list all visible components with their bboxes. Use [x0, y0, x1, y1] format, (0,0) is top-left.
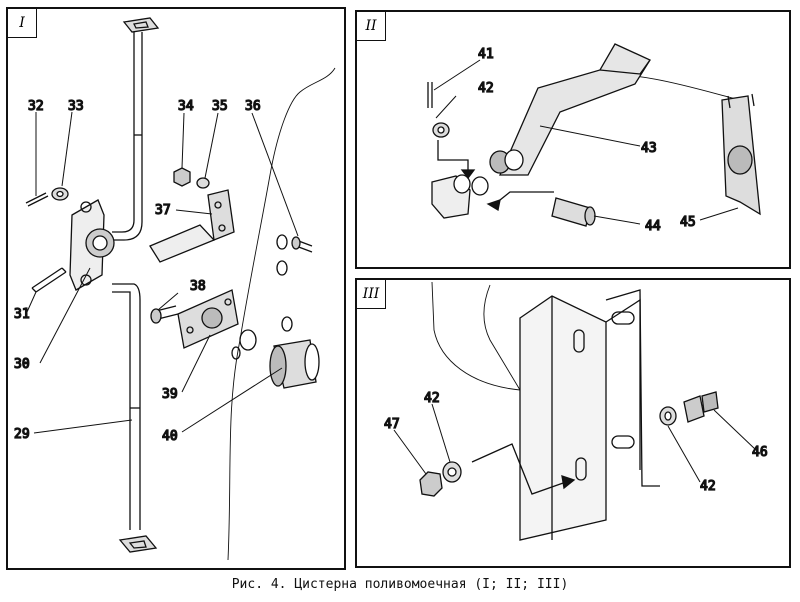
label-42-iii-right: 42 [700, 479, 716, 494]
nut-47 [419, 471, 443, 497]
label-43: 43 [641, 141, 657, 156]
label-29: 29 [14, 427, 30, 442]
panel-1: I [6, 7, 346, 570]
top-clip [122, 17, 160, 33]
label-30: 30 [14, 357, 30, 372]
bolt-46 [683, 395, 705, 423]
lower-rod [112, 283, 141, 530]
label-31: 31 [14, 307, 30, 322]
label-38: 38 [190, 279, 206, 294]
pin-32 [25, 192, 49, 207]
label-41: 41 [478, 47, 494, 62]
washer-35 [196, 177, 210, 189]
plate-37 [207, 189, 235, 241]
label-34: 34 [178, 99, 194, 114]
upper-rod [112, 32, 143, 241]
label-35: 35 [212, 99, 228, 114]
figure-caption: Рис. 4. Цистерна поливомоечная (I; II; I… [231, 577, 569, 592]
label-37: 37 [155, 203, 171, 218]
label-46: 46 [752, 445, 768, 460]
label-40: 40 [162, 429, 178, 444]
label-44: 44 [645, 219, 661, 234]
tank-outline [431, 281, 521, 391]
panel-2: II [355, 10, 791, 269]
panel-1-number: I [8, 9, 37, 38]
nut-34 [173, 167, 191, 187]
pin-44 [551, 197, 591, 227]
label-42-iii-left: 42 [424, 391, 440, 406]
channel-frame [519, 295, 607, 541]
label-39: 39 [162, 387, 178, 402]
label-42-ii: 42 [478, 81, 494, 96]
pin-31 [31, 267, 67, 293]
panel-3-number: III [357, 280, 386, 309]
bottom-clip [118, 535, 158, 553]
label-47: 47 [384, 417, 400, 432]
panel-2-number: II [357, 12, 386, 41]
cotter-41 [427, 82, 433, 108]
label-32: 32 [28, 99, 44, 114]
label-33: 33 [68, 99, 84, 114]
label-45: 45 [680, 215, 696, 230]
body-cut-line [227, 67, 336, 561]
label-36: 36 [245, 99, 261, 114]
